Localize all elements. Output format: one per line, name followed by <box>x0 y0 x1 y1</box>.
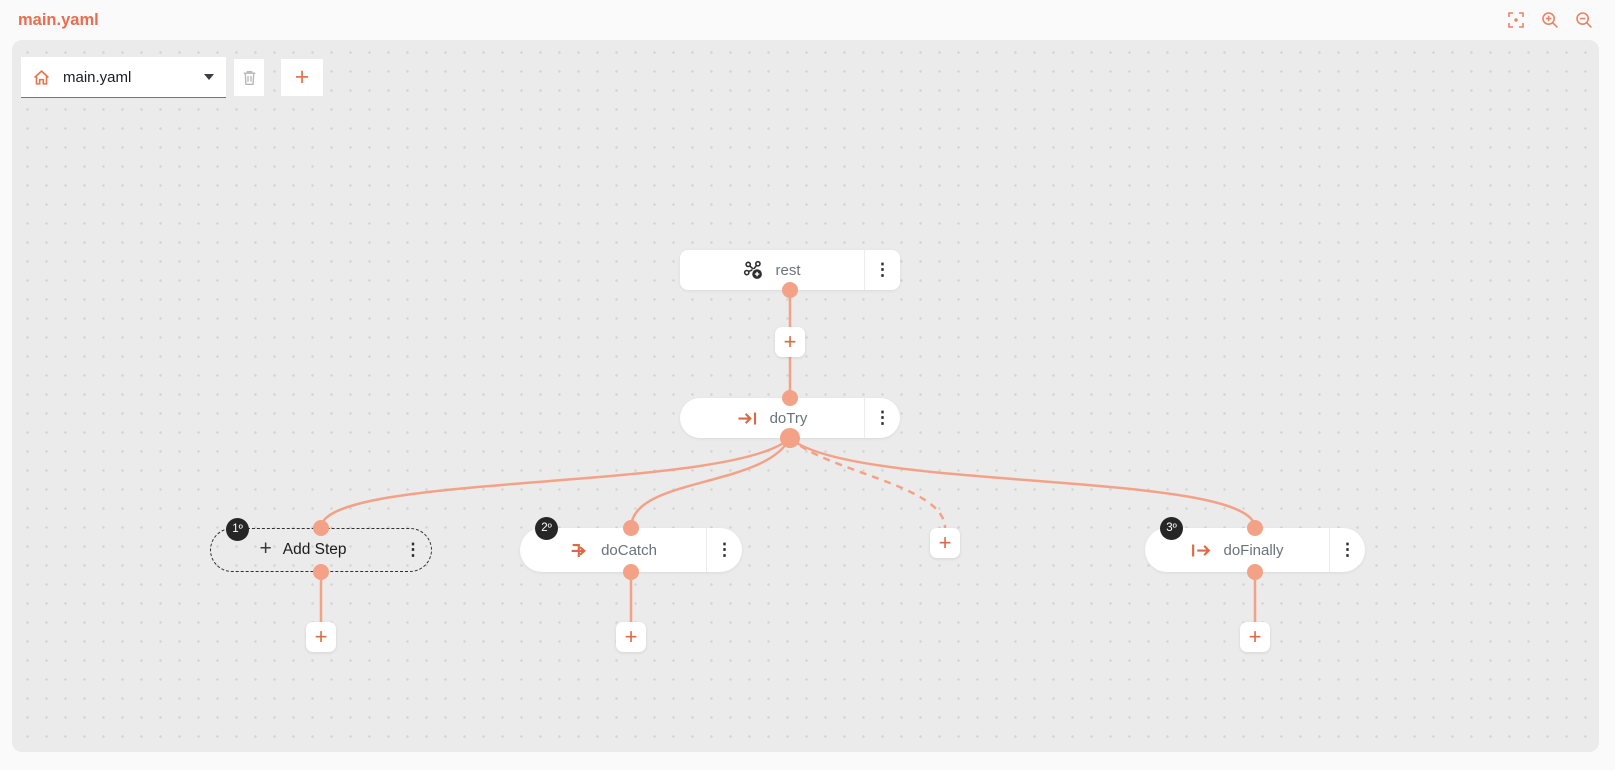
kebab-menu-icon[interactable]: ⋮ <box>706 528 742 572</box>
new-flow-button[interactable]: + <box>281 59 323 96</box>
connection-point <box>780 428 800 448</box>
caret-down-icon <box>204 74 214 80</box>
add-step-between-button[interactable]: + <box>775 327 805 357</box>
plus-icon: + <box>314 624 328 649</box>
connection-point <box>782 390 798 406</box>
step-order-badge: 3º <box>1160 516 1183 540</box>
node-label: rest <box>775 261 801 279</box>
kebab-menu-icon[interactable]: ⋮ <box>864 250 900 290</box>
kebab-menu-icon[interactable]: ⋮ <box>864 398 900 438</box>
zoom-out-button[interactable] <box>1575 11 1593 29</box>
edge-dotry-to-docatch <box>629 437 792 529</box>
edge-dotry-to-placeholder <box>789 437 947 529</box>
node-label: doCatch <box>601 541 657 559</box>
fit-to-view-button[interactable] <box>1507 11 1525 29</box>
connection-point <box>1247 520 1263 536</box>
rest-api-icon <box>744 260 763 279</box>
home-icon <box>34 69 49 85</box>
plus-icon: + <box>938 530 952 555</box>
flow-selector[interactable]: main.yaml <box>21 57 226 98</box>
plus-icon: + <box>783 329 797 354</box>
add-step-after-addstep-button[interactable]: + <box>306 622 336 652</box>
plus-icon: + <box>294 63 310 91</box>
page-title: main.yaml <box>18 10 99 29</box>
add-step-after-docatch-button[interactable]: + <box>616 622 646 652</box>
bar-arrow-icon <box>1192 544 1211 556</box>
plus-icon: + <box>624 624 638 649</box>
connection-point <box>313 520 329 536</box>
connection-point <box>623 564 639 580</box>
kebab-menu-icon[interactable]: ⋮ <box>1329 528 1365 572</box>
canvas-controls <box>1507 11 1593 29</box>
node-label: Add Step <box>282 541 347 558</box>
flow-selector-value: main.yaml <box>63 68 132 86</box>
node-label: doFinally <box>1223 541 1284 559</box>
add-branch-placeholder-button[interactable]: + <box>930 528 960 558</box>
edge-dotry-to-dofinally <box>789 437 1257 529</box>
edge-dotry-to-addstep <box>319 437 791 529</box>
trash-icon <box>243 70 255 85</box>
node-add-step-placeholder[interactable]: 1º + Add Step ⋮ <box>210 517 432 572</box>
catch-arrow-icon <box>571 543 586 557</box>
kebab-menu-icon[interactable]: ⋮ <box>404 540 422 559</box>
connection-point <box>313 564 329 580</box>
zoom-in-button[interactable] <box>1541 11 1559 29</box>
zoom-out-icon <box>1576 12 1592 28</box>
node-label: doTry <box>769 409 808 427</box>
canvas[interactable]: main.yaml + rest ⋮ <box>12 40 1599 752</box>
app-header: main.yaml <box>0 0 1615 40</box>
edge-layer <box>319 290 1257 637</box>
connection-point <box>1247 564 1263 580</box>
arrow-into-bar-icon <box>738 412 756 424</box>
add-step-after-dofinally-button[interactable]: + <box>1240 622 1270 652</box>
zoom-in-icon <box>1542 12 1558 28</box>
delete-flow-button[interactable] <box>234 59 264 96</box>
connection-point <box>782 282 798 298</box>
plus-icon: + <box>1248 624 1262 649</box>
step-order-badge: 1º <box>226 517 249 541</box>
connection-point <box>623 520 639 536</box>
step-order-badge: 2º <box>535 516 558 540</box>
fit-to-view-icon <box>1508 12 1524 28</box>
plus-icon: + <box>259 537 272 560</box>
